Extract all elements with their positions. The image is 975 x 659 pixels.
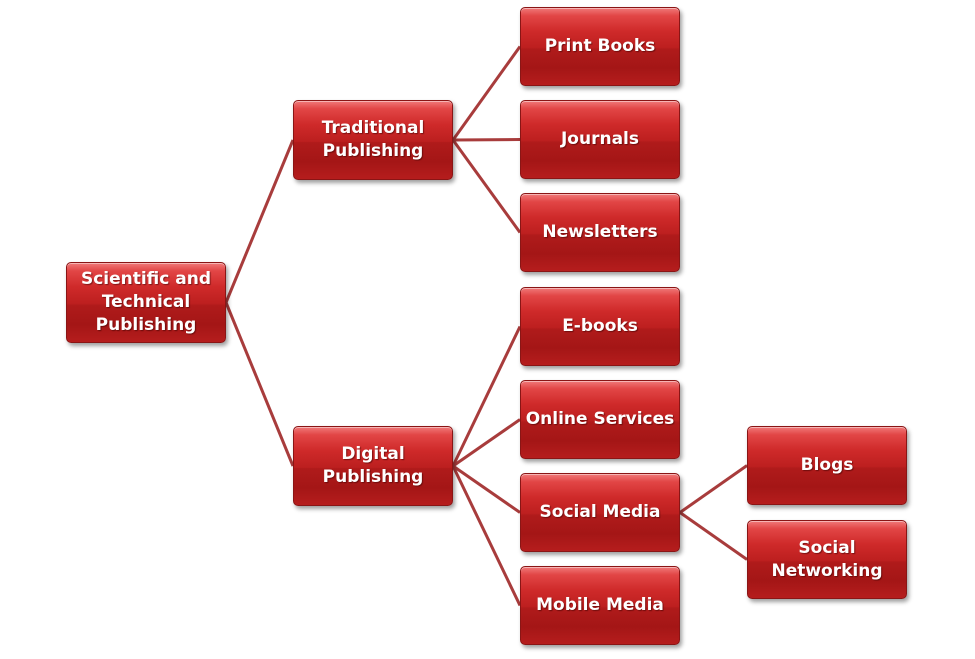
node-digital-publishing: Digital Publishing [293, 426, 453, 506]
node-label: Scientific and Technical Publishing [80, 269, 212, 335]
node-label: Social Networking [771, 537, 883, 581]
connector-dig-online [452, 418, 521, 468]
node-journals: Journals [520, 100, 680, 179]
node-label: Journals [560, 129, 639, 149]
node-label: Mobile Media [536, 595, 664, 615]
node-print-books: Print Books [520, 7, 680, 86]
node-label: Traditional Publishing [321, 118, 425, 161]
node-online-services: Online Services [520, 380, 680, 459]
connector-social-snet [679, 511, 748, 561]
node-label: Online Services [525, 409, 675, 429]
connector-dig-mobile [451, 465, 522, 607]
node-label: Newsletters [542, 222, 658, 242]
connector-dig-social [452, 464, 521, 514]
connector-dig-ebook [451, 325, 522, 467]
node-blogs: Blogs [747, 426, 907, 505]
connector-trad-jour [452, 138, 521, 142]
node-e-books: E-books [520, 287, 680, 366]
node-newsletters: Newsletters [520, 193, 680, 272]
node-label: Digital Publishing [322, 444, 424, 487]
node-label: Blogs [800, 455, 854, 475]
node-social-networking: Social Networking [747, 520, 907, 599]
connector-trad-print [451, 45, 522, 141]
node-label: E-books [562, 316, 638, 336]
node-label: Social Media [539, 502, 661, 522]
connector-root-trad [224, 139, 295, 304]
connector-root-dig [224, 301, 295, 467]
connector-trad-news [451, 139, 522, 234]
connector-social-blogs [679, 464, 748, 514]
node-scientific-technical-publishing: Scientific and Technical Publishing [66, 262, 226, 343]
node-traditional-publishing: Traditional Publishing [293, 100, 453, 180]
node-mobile-media: Mobile Media [520, 566, 680, 645]
node-social-media: Social Media [520, 473, 680, 552]
node-label: Print Books [544, 36, 656, 56]
